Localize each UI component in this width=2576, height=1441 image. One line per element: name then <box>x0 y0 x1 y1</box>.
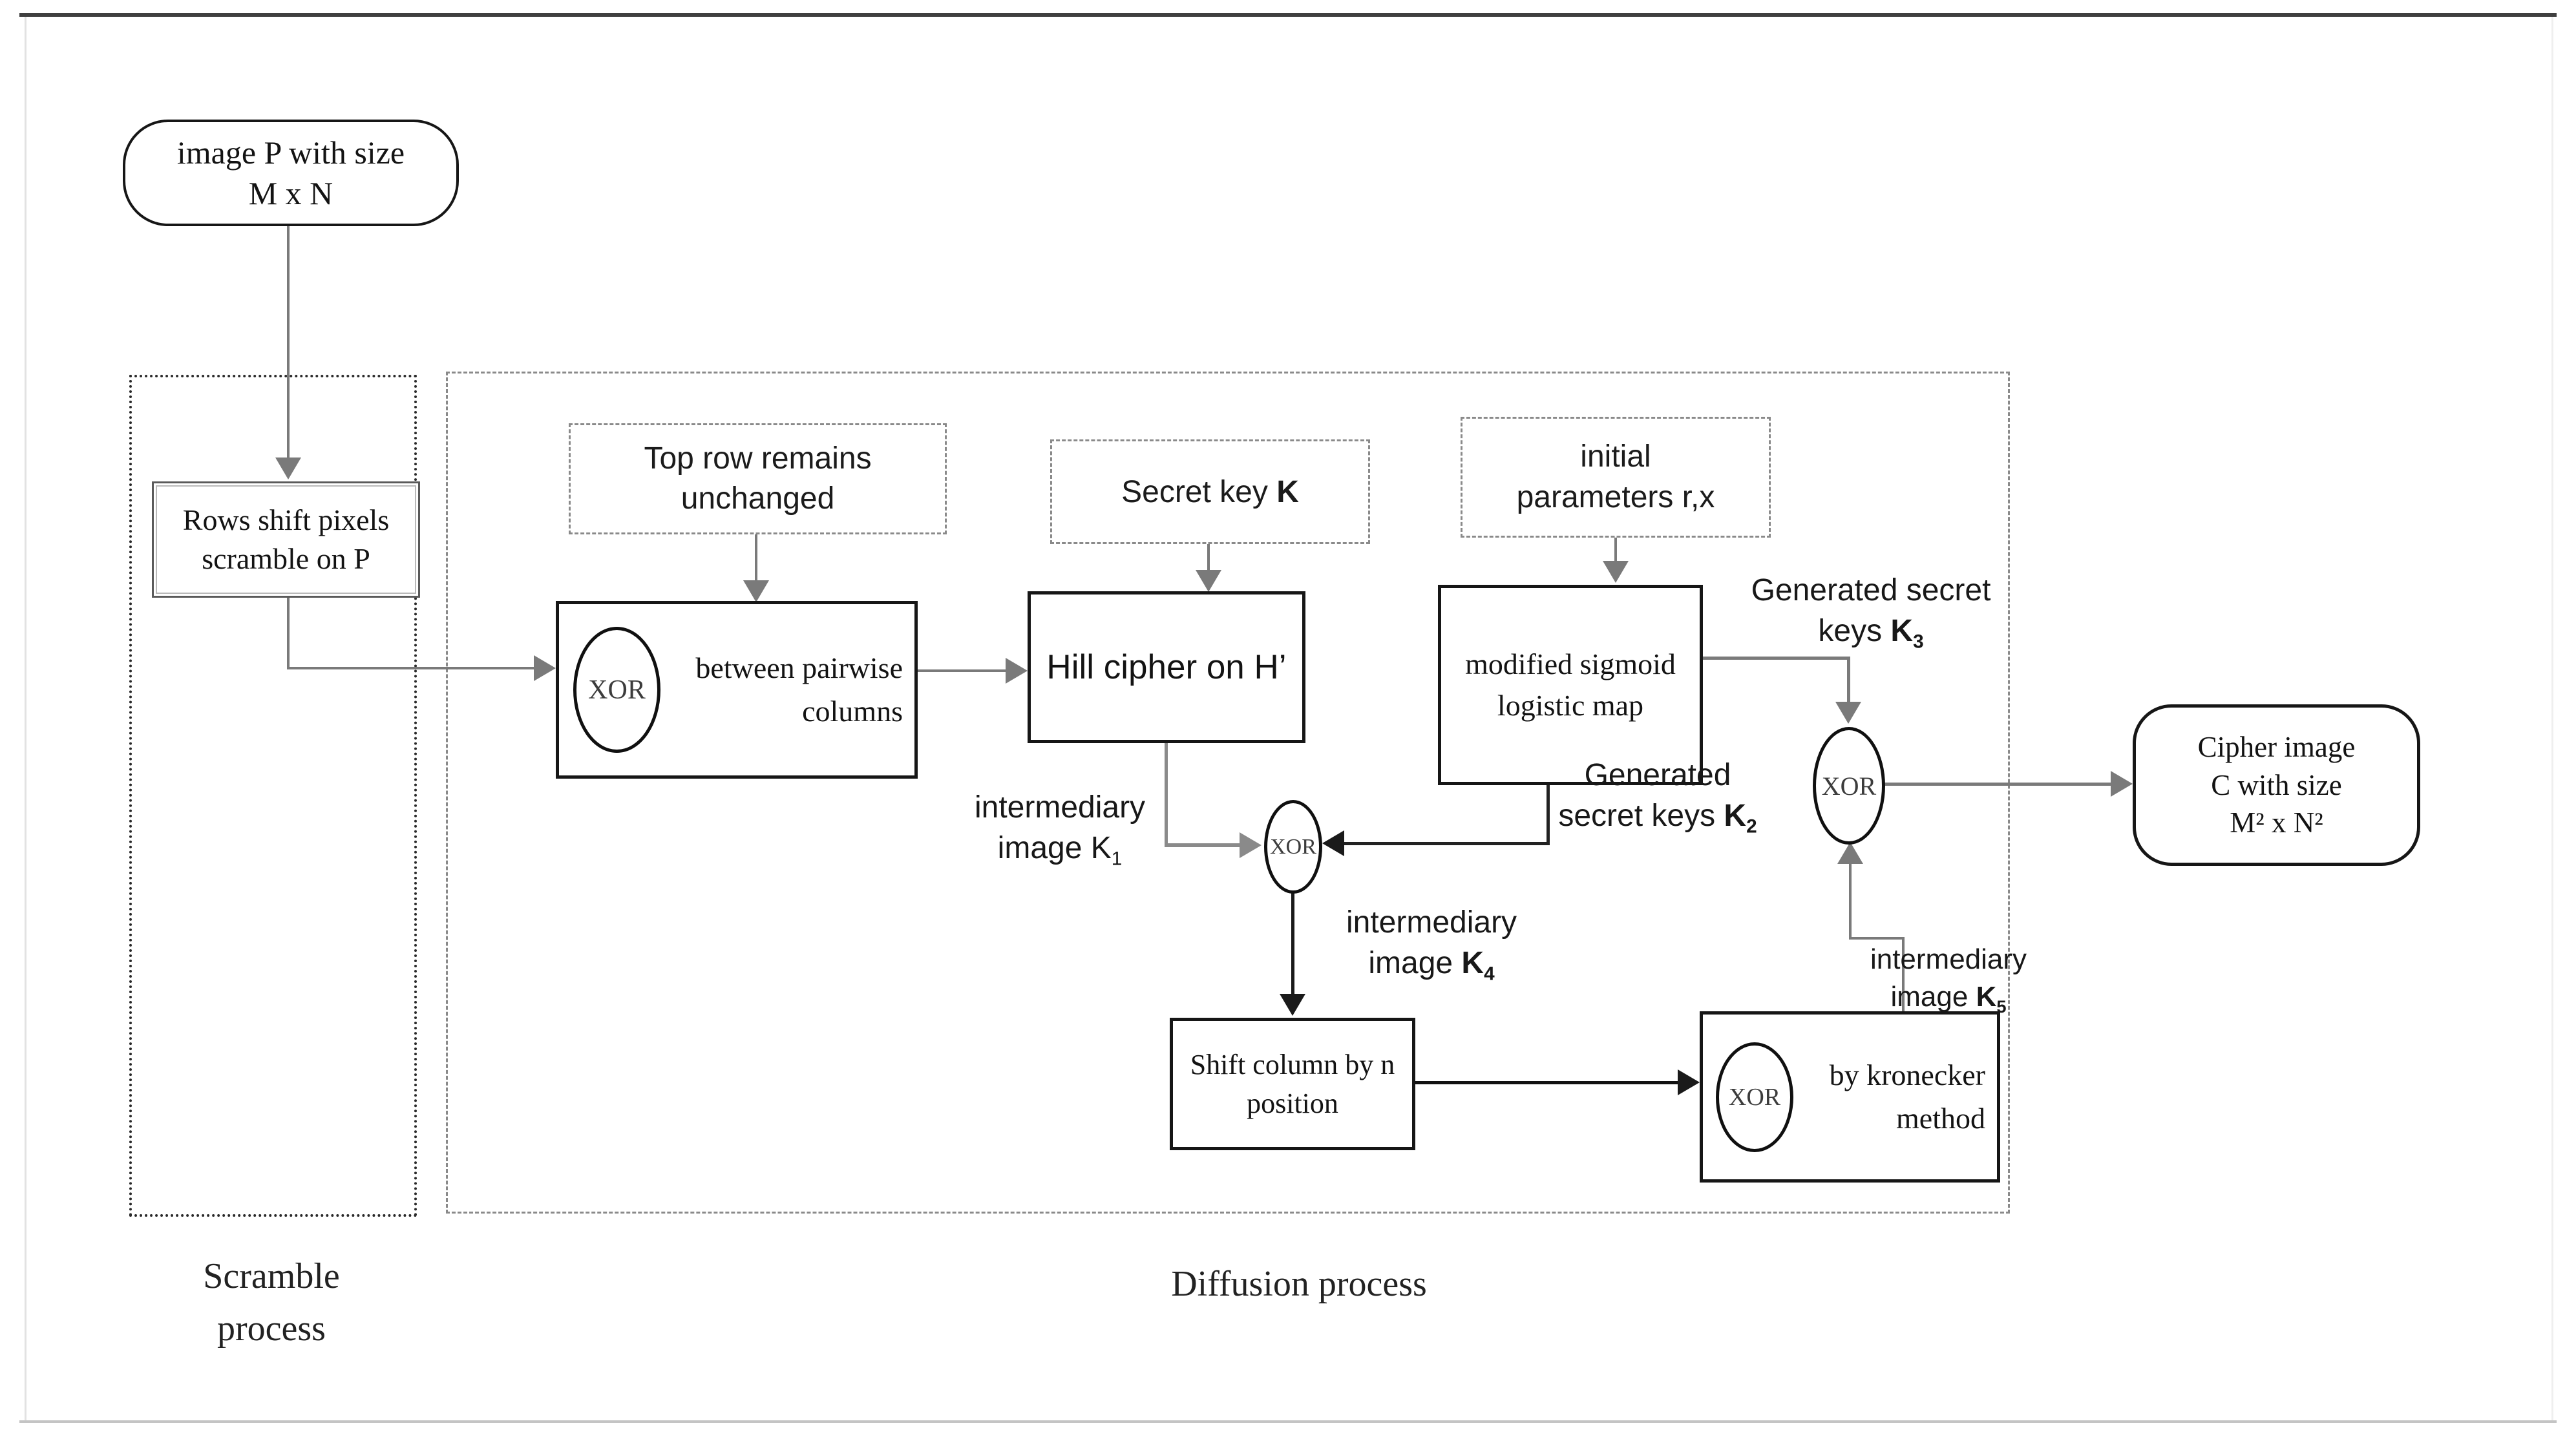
left-rule <box>25 17 26 1420</box>
right-rule <box>2551 17 2553 1420</box>
arrowhead-right-hill <box>1006 658 1028 684</box>
arrowhead-left-midxor <box>1322 830 1344 856</box>
hint-initial-params: initial parameters r,x <box>1461 417 1771 538</box>
xor-mid-label: XOR <box>1270 834 1316 859</box>
arrowhead-down-sigmoid <box>1603 561 1629 583</box>
rows-line2: scramble on P <box>202 542 370 575</box>
shift-line2: position <box>1247 1087 1338 1119</box>
edge-rows-right <box>287 667 539 669</box>
edge-pairwise-to-hill <box>918 669 1008 672</box>
arrowhead-down-rightxor <box>1835 702 1861 724</box>
sigmoid-line1: modified sigmoid <box>1465 647 1676 680</box>
hint-params-line2: parameters r,x <box>1516 479 1715 514</box>
start-line1: image P with size <box>176 134 405 171</box>
hint-top-row-line2: unchanged <box>681 481 835 516</box>
secret-key-symbol: K <box>1276 474 1299 509</box>
pairwise-xor-node: XOR between pairwise columns <box>556 601 918 779</box>
arrowhead-down-hill <box>1196 570 1221 592</box>
hint-params-line1: initial <box>1580 439 1651 474</box>
cipher-line3: M² x N² <box>2230 806 2323 839</box>
arrowhead-down-rows <box>275 458 301 479</box>
edge-start-to-rows <box>287 226 290 472</box>
diffusion-process-label: Diffusion process <box>1171 1264 1427 1304</box>
label-k5: intermediary image K5 <box>1870 943 2027 1016</box>
rows-line1: Rows shift pixels <box>182 503 390 537</box>
arrowhead-right-pairwise <box>534 655 556 681</box>
arrowhead-up-rightxor <box>1837 842 1863 864</box>
hint-secret-key-text: Secret key K <box>1121 474 1299 509</box>
xor-pairwise-label: XOR <box>588 675 646 705</box>
top-rule <box>19 13 2557 17</box>
edge-rows-down <box>287 598 290 669</box>
hill-cipher-label: Hill cipher on H’ <box>1046 648 1287 686</box>
sigmoid-map-node: modified sigmoid logistic map <box>1438 585 1703 785</box>
bottom-rule <box>19 1420 2557 1423</box>
arrowhead-right-cipher <box>2111 771 2133 797</box>
scramble-process-label: Scramble process <box>203 1256 340 1349</box>
cipher-line2: C with size <box>2211 768 2342 801</box>
edge-k1-down <box>1165 743 1168 847</box>
xor-right-ellipse: XOR <box>1813 727 1885 845</box>
cipher-node: Cipher image C with size M² x N² <box>2133 704 2420 866</box>
edge-k2-left <box>1344 842 1550 845</box>
edge-k3-down <box>1847 657 1850 704</box>
diffusion-process-container <box>446 372 2010 1214</box>
label-k2: Generated secret keys K2 <box>1558 758 1757 837</box>
start-node: image P with size M x N <box>123 120 459 226</box>
edge-k2-down <box>1547 785 1550 845</box>
edge-k5-up1 <box>1902 938 1905 1011</box>
label-k4: intermediary image K4 <box>1346 905 1517 985</box>
label-k3: Generated secret keys K3 <box>1751 573 1991 653</box>
edge-k5-jog <box>1849 937 1905 940</box>
scramble-process-container <box>129 375 417 1217</box>
xor-kronecker-ellipse: XOR <box>1716 1042 1793 1152</box>
xor-kronecker-label: XOR <box>1728 1083 1781 1111</box>
pairwise-text: between pairwise columns <box>695 651 903 728</box>
sigmoid-line2: logistic map <box>1497 689 1644 722</box>
label-k1: intermediary image K1 <box>974 790 1146 870</box>
arrowhead-right-kron <box>1678 1069 1700 1095</box>
hill-cipher-node: Hill cipher on H’ <box>1028 591 1305 743</box>
edge-hint1-down <box>755 534 757 584</box>
rows-shift-node: Rows shift pixels scramble on P <box>152 481 420 598</box>
hint-top-row: Top row remains unchanged <box>569 423 947 534</box>
edge-xor-to-cipher <box>1884 783 2113 786</box>
arrowhead-down-shift <box>1280 994 1305 1016</box>
shift-column-node: Shift column by n position <box>1170 1018 1415 1150</box>
arrowhead-down-pairwise <box>743 580 769 602</box>
edge-hint3-down <box>1614 538 1617 565</box>
edge-k1-right <box>1165 843 1242 847</box>
edge-hint2-down <box>1207 544 1210 574</box>
kronecker-text: by kronecker method <box>1829 1058 1985 1135</box>
edge-k4-down <box>1291 893 1294 996</box>
arrowhead-right-midxor <box>1240 832 1262 858</box>
xor-right-label: XOR <box>1821 771 1877 801</box>
edge-shift-to-kron <box>1415 1081 1680 1084</box>
kronecker-node: XOR by kronecker method <box>1700 1011 2000 1183</box>
cipher-line1: Cipher image <box>2197 731 2356 764</box>
edge-k3-right <box>1703 657 1850 660</box>
xor-mid-ellipse: XOR <box>1264 800 1322 894</box>
edge-k5-up2 <box>1849 859 1852 938</box>
hint-secret-key: Secret key K <box>1050 439 1370 544</box>
shift-line1: Shift column by n <box>1190 1049 1395 1081</box>
start-line2: M x N <box>248 174 333 211</box>
hint-top-row-line1: Top row remains <box>644 441 872 476</box>
xor-pairwise-ellipse: XOR <box>573 627 660 753</box>
